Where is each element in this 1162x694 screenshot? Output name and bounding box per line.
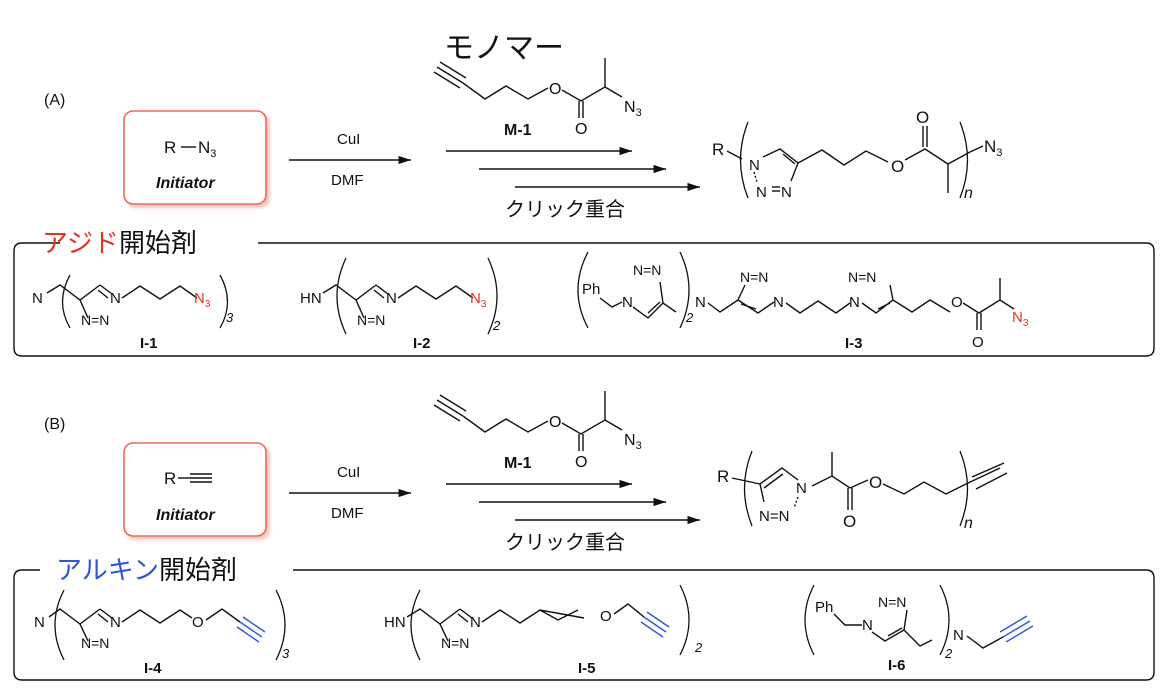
compound-id-i1: I-1 xyxy=(140,335,158,352)
alkyne-initiator-section: アルキン開始剤 N N N=N O 3 I-4 HN xyxy=(13,556,1155,681)
compound-id-i5: I-5 xyxy=(578,660,596,677)
azide-section-title: アジド開始剤 xyxy=(42,229,197,259)
svg-text:R: R xyxy=(712,140,724,159)
svg-text:2: 2 xyxy=(694,640,703,655)
compound-i6: Ph N N=N 2 N I-6 xyxy=(804,584,1034,674)
svg-text:N3: N3 xyxy=(470,290,487,310)
svg-text:O: O xyxy=(951,294,963,311)
svg-text:O: O xyxy=(869,473,882,492)
svg-text:3: 3 xyxy=(282,646,290,661)
reagent-dmf-b: DMF xyxy=(331,505,364,522)
svg-text:N=N: N=N xyxy=(848,269,876,285)
svg-text:O: O xyxy=(972,334,984,351)
compound-i3: Ph N N=N 2 N N=N N N N=N O O xyxy=(577,251,1029,352)
svg-text:O: O xyxy=(192,614,204,631)
svg-text:N=N: N=N xyxy=(81,312,109,328)
svg-text:2: 2 xyxy=(492,318,501,333)
svg-text:3: 3 xyxy=(226,310,234,325)
initiator-n3: N3 xyxy=(198,138,216,160)
initiator-box-b: R Initiator xyxy=(123,442,267,537)
azide-initiator-section: アジド開始剤 N N N=N N3 3 I-1 HN N N=N xyxy=(13,229,1155,357)
svg-text:N3: N3 xyxy=(624,432,642,452)
svg-text:O: O xyxy=(549,81,561,98)
compound-id-i4: I-4 xyxy=(144,660,162,677)
svg-text:N: N xyxy=(756,184,767,201)
svg-text:O: O xyxy=(600,608,612,625)
svg-text:N: N xyxy=(695,294,706,311)
product-polymer-b: R N=N N O O n xyxy=(717,450,1008,532)
svg-text:Ph: Ph xyxy=(582,281,600,298)
initiator-r: R xyxy=(164,138,176,157)
svg-text:2: 2 xyxy=(944,646,953,661)
monomer-m1-b: O O N3 M-1 xyxy=(433,391,642,472)
click-polymerization-label-b: クリック重合 xyxy=(505,530,625,554)
svg-text:N: N xyxy=(953,627,964,644)
svg-text:N3: N3 xyxy=(194,290,211,310)
svg-text:O: O xyxy=(575,454,587,471)
svg-text:N: N xyxy=(781,184,792,201)
initiator-caption: Initiator xyxy=(156,175,215,192)
svg-text:N=N: N=N xyxy=(759,508,789,525)
svg-text:N=N: N=N xyxy=(357,312,385,328)
svg-text:2: 2 xyxy=(685,310,694,325)
svg-text:O: O xyxy=(891,157,904,176)
svg-text:N=N: N=N xyxy=(81,635,109,651)
svg-text:HN: HN xyxy=(300,290,322,307)
svg-text:N: N xyxy=(470,614,481,631)
svg-text:N: N xyxy=(849,294,860,311)
svg-text:n: n xyxy=(964,185,973,202)
svg-text:O: O xyxy=(575,121,587,138)
panel-b-label: (B) xyxy=(44,416,65,433)
svg-text:N: N xyxy=(773,294,784,311)
svg-text:Ph: Ph xyxy=(815,599,833,616)
compound-i5: HN N N=N O 2 I-5 xyxy=(384,584,703,677)
svg-text:N=N: N=N xyxy=(740,269,768,285)
initiator-box-a: R N3 Initiator xyxy=(123,110,267,205)
svg-text:n: n xyxy=(964,515,973,532)
svg-text:N3: N3 xyxy=(984,137,1002,159)
monomer-title: モノマー xyxy=(444,31,564,66)
svg-text:O: O xyxy=(916,108,929,127)
alkyne-section-title: アルキン開始剤 xyxy=(56,556,237,586)
svg-text:N: N xyxy=(862,617,873,634)
panel-a-label: (A) xyxy=(44,92,65,109)
reagent-cui-b: CuI xyxy=(337,464,360,481)
monomer-m1-a: O O N3 M-1 xyxy=(433,58,642,139)
svg-text:N: N xyxy=(34,614,45,631)
monomer-id-a: M-1 xyxy=(504,122,532,139)
svg-text:N: N xyxy=(749,157,760,174)
svg-text:N: N xyxy=(796,480,807,497)
svg-text:N3: N3 xyxy=(1012,309,1029,329)
compound-i1: N N N=N N3 3 I-1 xyxy=(32,274,234,352)
svg-text:N: N xyxy=(110,614,121,631)
compound-i2: HN N N=N N3 2 I-2 xyxy=(300,257,501,352)
svg-text:N: N xyxy=(622,294,633,311)
svg-text:O: O xyxy=(843,512,856,531)
svg-text:N=N: N=N xyxy=(441,635,469,651)
svg-text:N: N xyxy=(32,290,43,307)
initiator-caption-b: Initiator xyxy=(156,507,215,524)
svg-text:N: N xyxy=(110,290,121,307)
reagent-cui-a: CuI xyxy=(337,131,360,148)
svg-text:R: R xyxy=(717,467,729,486)
svg-text:HN: HN xyxy=(384,614,406,631)
svg-text:N3: N3 xyxy=(624,99,642,119)
compound-id-i6: I-6 xyxy=(888,657,906,674)
compound-id-i2: I-2 xyxy=(413,335,431,352)
svg-text:N=N: N=N xyxy=(878,594,906,610)
click-polymerization-label-a: クリック重合 xyxy=(505,197,625,221)
compound-id-i3: I-3 xyxy=(845,335,863,352)
compound-i4: N N N=N O 3 I-4 xyxy=(34,589,290,677)
svg-text:N=N: N=N xyxy=(633,262,661,278)
svg-text:O: O xyxy=(549,414,561,431)
initiator-r-b: R xyxy=(164,469,176,488)
svg-text:N: N xyxy=(386,290,397,307)
monomer-id-b: M-1 xyxy=(504,455,532,472)
reagent-dmf-a: DMF xyxy=(331,172,364,189)
product-polymer-a: R N N N O O n N3 xyxy=(712,108,1002,202)
